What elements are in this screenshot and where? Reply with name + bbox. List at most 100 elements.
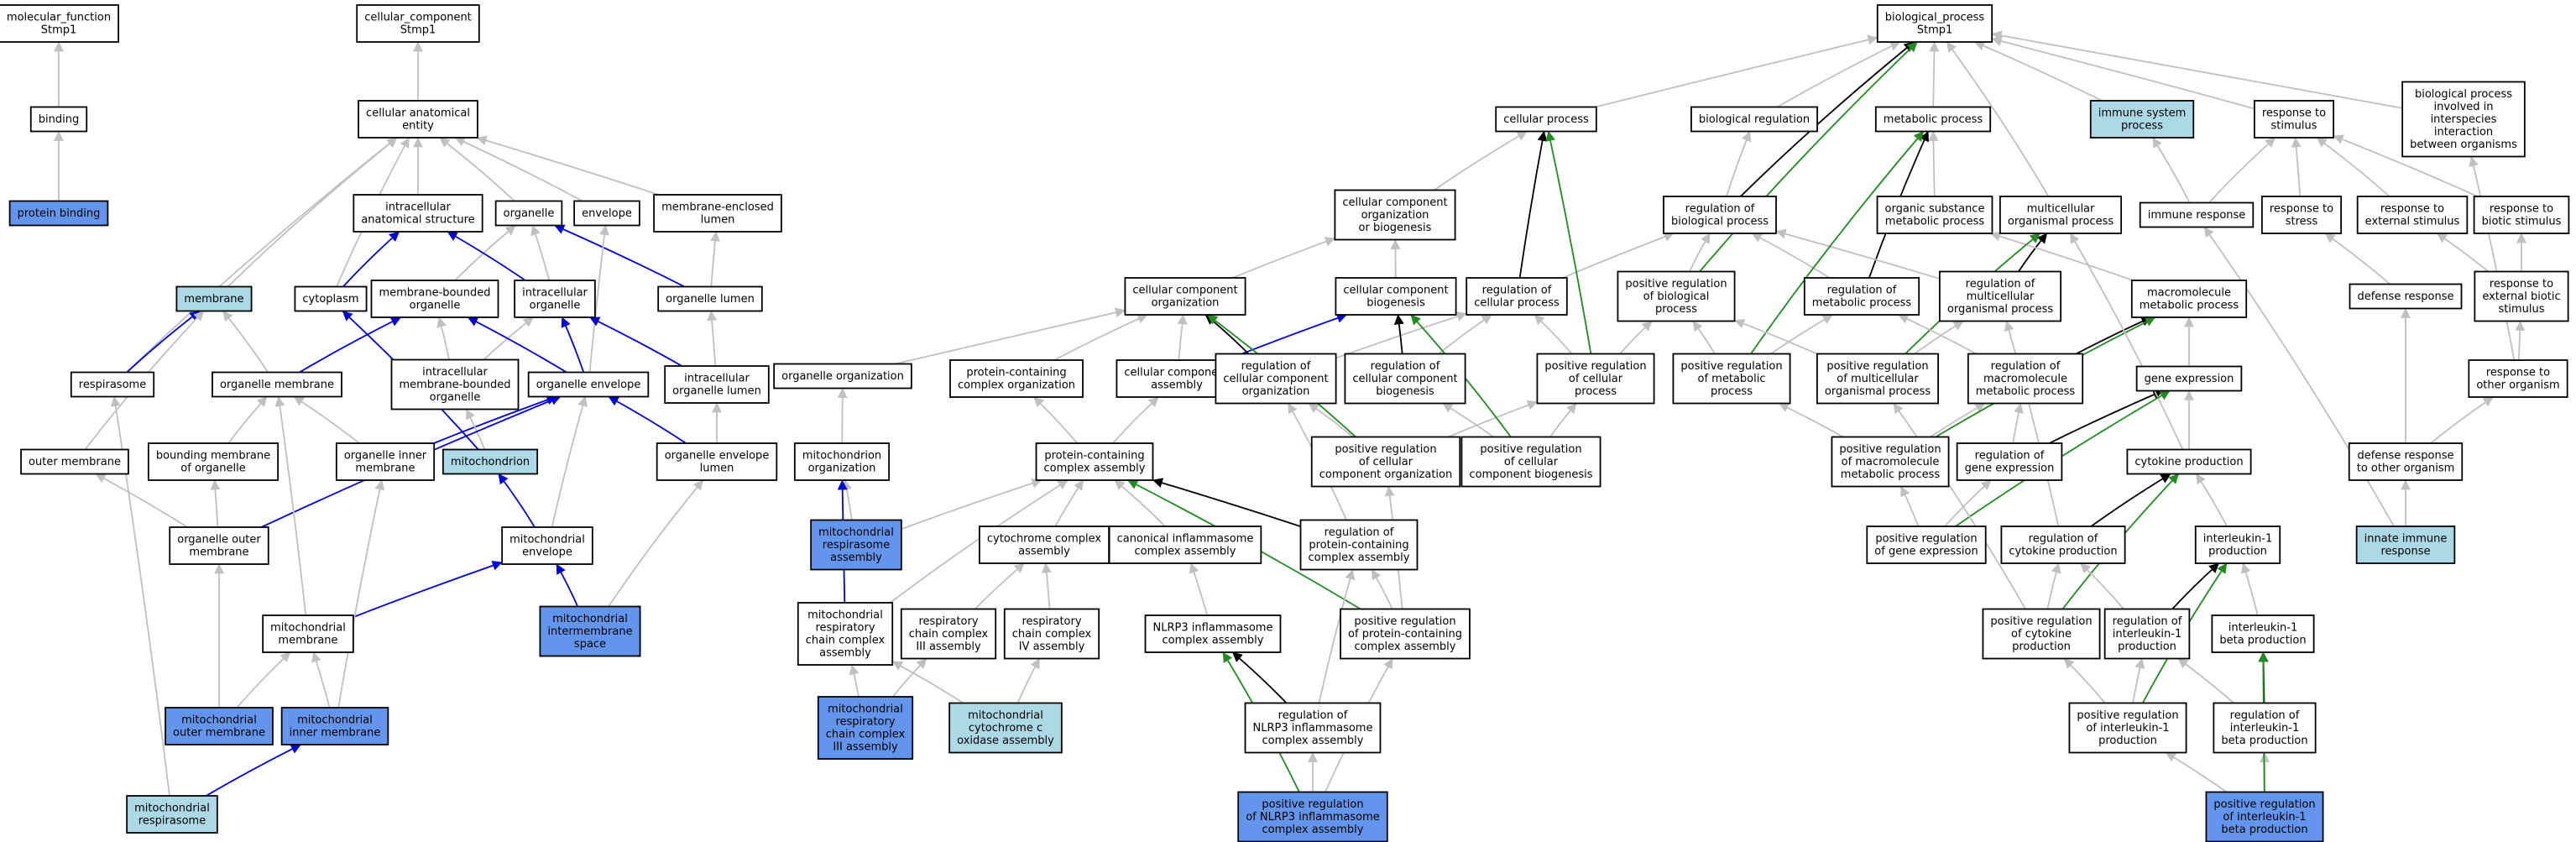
node-box[interactable]	[2468, 359, 2568, 398]
node-box[interactable]	[1144, 615, 1282, 653]
node-dr[interactable]: defense response	[2349, 283, 2463, 310]
node-box[interactable]	[1108, 526, 1262, 564]
node-ir[interactable]: immune response	[2139, 201, 2255, 228]
node-box[interactable]	[793, 442, 891, 481]
node-box[interactable]	[1466, 277, 1568, 316]
node-box[interactable]	[1982, 608, 2101, 660]
node-box[interactable]	[1335, 277, 1457, 316]
node-box[interactable]	[353, 194, 483, 233]
node-box[interactable]	[817, 696, 914, 760]
node-box[interactable]	[2194, 526, 2281, 564]
node-box[interactable]	[2205, 791, 2324, 842]
node-box[interactable]	[514, 280, 596, 318]
node-box[interactable]	[1831, 436, 1950, 488]
node-box[interactable]	[1003, 608, 1100, 660]
node-box[interactable]	[949, 359, 1084, 398]
node-box[interactable]	[2401, 81, 2526, 158]
node-box[interactable]	[2473, 196, 2570, 234]
node-box[interactable]	[2139, 201, 2255, 228]
node-box[interactable]	[1874, 106, 1992, 133]
node-box[interactable]	[0, 4, 119, 43]
node-box[interactable]	[773, 363, 912, 390]
node-box[interactable]	[370, 280, 499, 318]
node-box[interactable]	[294, 285, 368, 312]
node-box[interactable]	[1536, 353, 1655, 405]
node-box[interactable]	[1876, 4, 1993, 43]
node-box[interactable]	[2211, 615, 2315, 653]
node-box[interactable]	[810, 519, 902, 571]
node-box[interactable]	[169, 526, 269, 565]
node-box[interactable]	[1215, 353, 1337, 405]
node-br[interactable]: biological regulation	[1690, 106, 1818, 133]
node-box[interactable]	[262, 615, 354, 653]
node-box[interactable]	[29, 106, 88, 133]
node-organelle[interactable]: organelle	[494, 200, 563, 227]
node-box[interactable]	[1310, 436, 1461, 488]
node-box[interactable]	[1334, 189, 1456, 241]
node-box[interactable]	[2348, 442, 2464, 481]
node-mito[interactable]: mitochondrion	[442, 448, 539, 475]
node-box[interactable]	[1495, 106, 1597, 133]
node-box[interactable]	[20, 448, 129, 475]
node-box[interactable]	[1340, 608, 1471, 660]
node-box[interactable]	[1938, 270, 2062, 322]
node-cytp[interactable]: cytokine production	[2126, 448, 2252, 475]
node-box[interactable]	[1999, 196, 2123, 234]
node-box[interactable]	[2130, 280, 2248, 318]
node-respirasome[interactable]: respirasome	[70, 371, 155, 398]
node-box[interactable]	[900, 608, 997, 660]
node-protein_binding[interactable]: protein binding	[8, 200, 109, 227]
node-box[interactable]	[2000, 526, 2126, 564]
node-box[interactable]	[664, 365, 770, 404]
node-box[interactable]	[979, 526, 1110, 564]
node-box[interactable]	[1663, 196, 1777, 234]
node-box[interactable]	[494, 200, 563, 227]
node-box[interactable]	[358, 100, 478, 139]
node-box[interactable]	[2135, 365, 2243, 392]
node-binding[interactable]: binding	[29, 106, 88, 133]
node-box[interactable]	[2349, 283, 2463, 310]
node-box[interactable]	[212, 371, 342, 398]
node-box[interactable]	[948, 702, 1063, 754]
